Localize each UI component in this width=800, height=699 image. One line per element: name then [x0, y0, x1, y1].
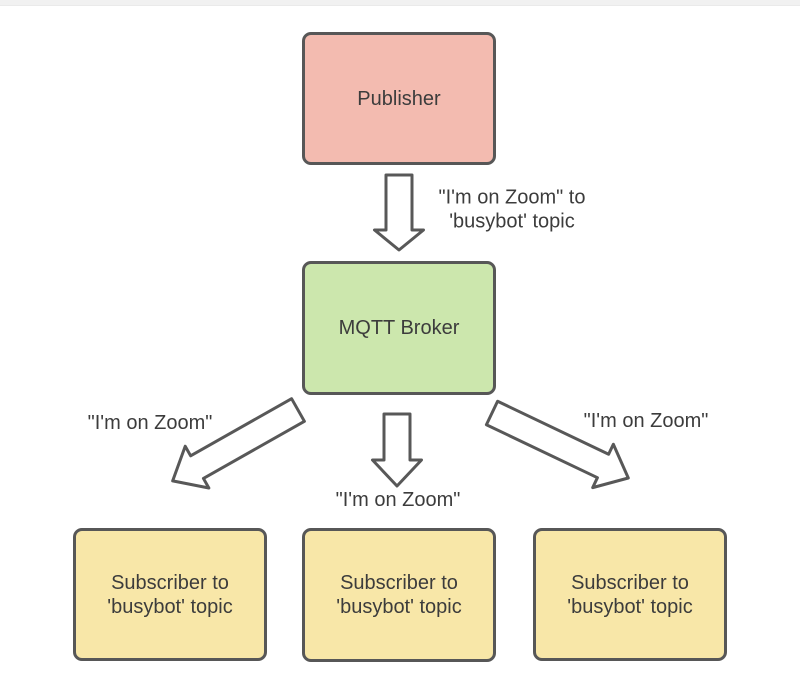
- edge-label-broker-to-middle: "I'm on Zoom": [335, 489, 461, 512]
- node-subscriber-middle-label-line2: 'busybot' topic: [336, 596, 462, 618]
- node-mqtt-broker-label: MQTT Broker: [338, 317, 460, 339]
- node-subscriber-left-label-line1: Subscriber to: [111, 571, 229, 594]
- arrow-broker-to-right-subscriber-icon: [484, 399, 630, 490]
- top-strip: [0, 0, 800, 6]
- node-subscriber-middle: Subscriber to 'busybot' topic: [302, 528, 496, 662]
- edge-label-broker-to-left: "I'm on Zoom": [87, 412, 213, 435]
- edge-label-publisher-to-broker-line2: 'busybot' topic: [449, 210, 575, 232]
- node-subscriber-right-label-line2: 'busybot' topic: [567, 595, 693, 618]
- node-publisher-label: Publisher: [357, 87, 441, 110]
- arrow-broker-to-middle-subscriber-icon: [371, 412, 423, 488]
- node-subscriber-right: Subscriber to 'busybot' topic: [533, 528, 727, 661]
- edge-label-broker-to-right: "I'm on Zoom": [583, 410, 709, 433]
- node-subscriber-left: Subscriber to 'busybot' topic: [73, 528, 267, 661]
- node-mqtt-broker: MQTT Broker: [302, 261, 496, 395]
- node-subscriber-middle-label-line1: Subscriber to: [340, 572, 458, 594]
- arrow-publisher-to-broker-icon: [373, 173, 425, 252]
- edge-label-publisher-to-broker-line1: "I'm on Zoom" to: [438, 186, 586, 209]
- node-subscriber-right-label-line1: Subscriber to: [571, 571, 689, 594]
- arrow-broker-to-left-subscriber-icon: [171, 397, 306, 490]
- node-publisher: Publisher: [302, 32, 496, 165]
- edge-label-publisher-to-broker: "I'm on Zoom" to 'busybot' topic: [439, 186, 586, 233]
- node-subscriber-left-label-line2: 'busybot' topic: [107, 595, 233, 618]
